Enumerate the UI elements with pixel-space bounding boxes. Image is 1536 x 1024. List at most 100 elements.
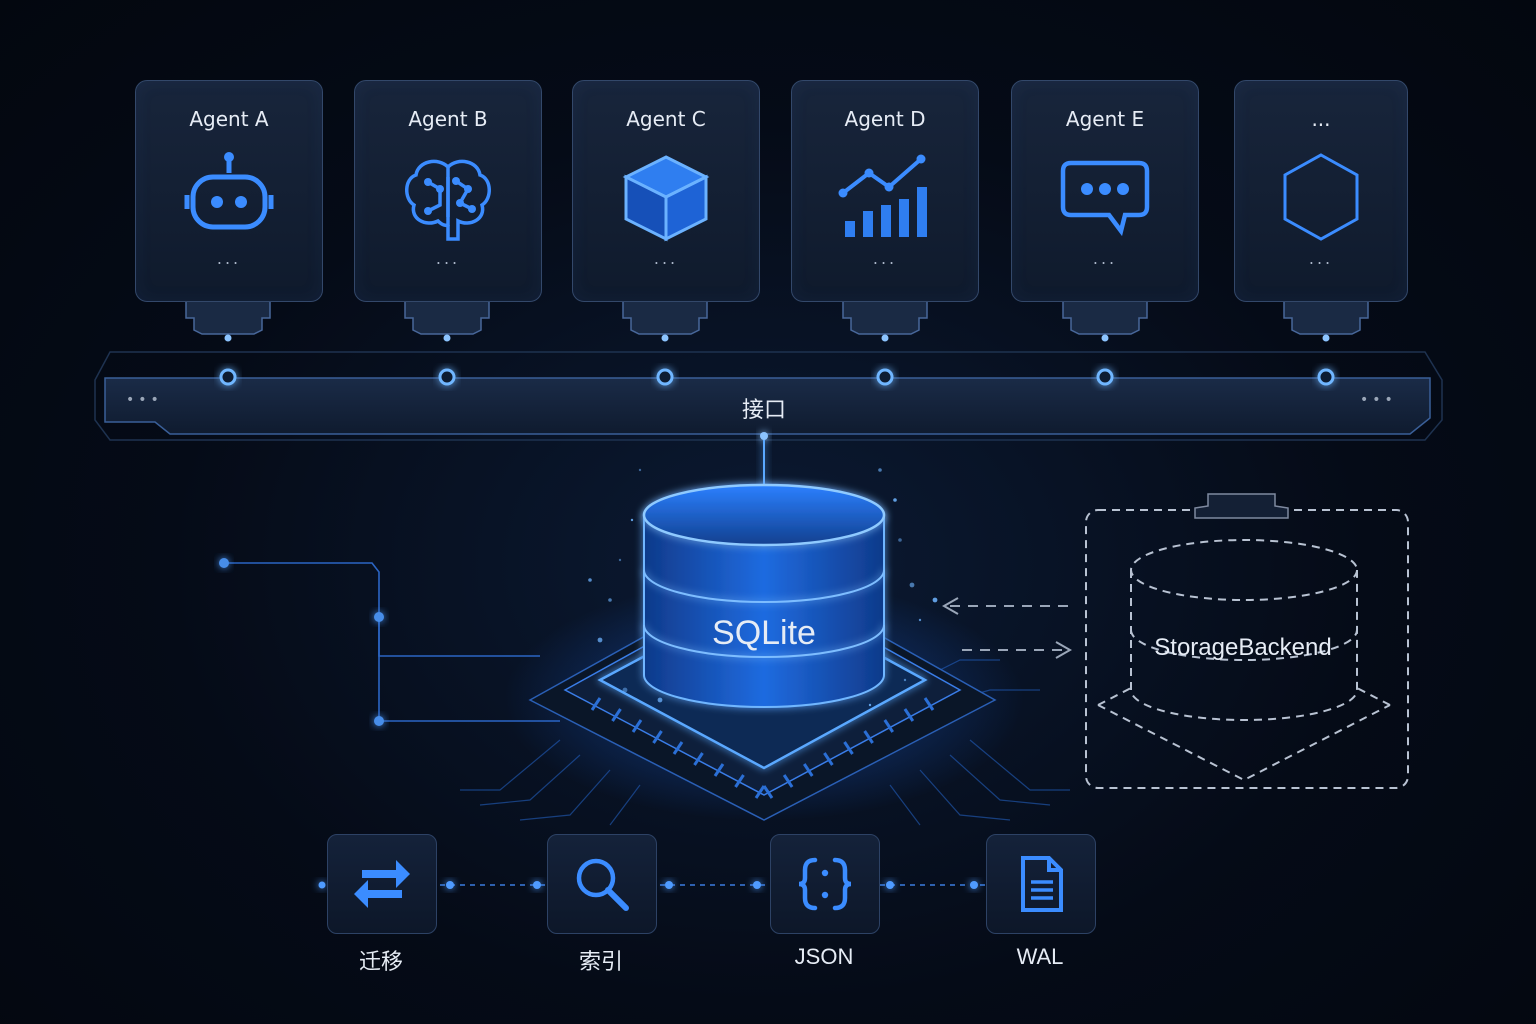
agent-dots: ... [435, 249, 461, 268]
agent-plug [404, 292, 490, 335]
brain-icon [405, 159, 491, 241]
bus-node [219, 368, 237, 386]
search-icon [576, 858, 629, 911]
storage-backend-box [1085, 509, 1409, 789]
agent-plug [1062, 292, 1148, 335]
particle [893, 498, 897, 502]
chip-pin [903, 708, 915, 722]
agent-card-e[interactable]: Agent E ... [1011, 80, 1199, 302]
agent-card-a[interactable]: Agent A ... [135, 80, 323, 302]
feature-index-label: 索引 [578, 950, 623, 975]
agent-card-more[interactable]: ... ... [1234, 80, 1408, 302]
swap-arrows-icon [354, 860, 410, 908]
hexagon-icon [1283, 153, 1359, 241]
bus-node [656, 368, 674, 386]
agent-link-dot [661, 334, 669, 342]
particle [898, 538, 902, 542]
agent-link-dot [224, 334, 232, 342]
chip-pin [883, 719, 894, 733]
bus-node [1096, 368, 1114, 386]
braces-icon [798, 857, 852, 911]
agent-plug [1283, 292, 1369, 335]
agent-dots: ... [653, 249, 679, 268]
particle [909, 582, 915, 588]
bus-node [1317, 368, 1335, 386]
feature-json-label: JSON [794, 944, 854, 969]
agent-title: Agent E [1065, 107, 1145, 131]
particle [903, 678, 907, 682]
chip-pin [823, 752, 834, 766]
agent-link-dot [443, 334, 451, 342]
chip-pin [734, 774, 745, 788]
particle [878, 468, 882, 472]
chip-pin [863, 730, 874, 744]
cube-icon [622, 155, 710, 242]
agent-title: Agent B [408, 107, 488, 131]
chip-pin [652, 730, 663, 744]
left-circuit-traces [219, 558, 560, 726]
sqlite-cylinder [642, 483, 886, 708]
feature-json[interactable] [770, 834, 880, 934]
chart-icon [838, 154, 927, 237]
agent-link-dot [881, 334, 889, 342]
chip-pin [590, 697, 602, 711]
agent-dots: ... [1308, 249, 1334, 268]
particle [918, 618, 922, 622]
chip-pin [672, 741, 684, 755]
agent-link-dot [1101, 334, 1109, 342]
particle [597, 637, 603, 643]
agent-dots: ... [872, 249, 898, 268]
chip-pin [713, 763, 725, 777]
particle [608, 598, 612, 602]
particle [622, 687, 628, 693]
feature-migration-label: 迁移 [358, 950, 403, 975]
bus-node [876, 368, 894, 386]
feature-index[interactable] [547, 834, 657, 934]
agent-dots: ... [216, 249, 242, 268]
sqlite-label: SQLite [712, 614, 816, 652]
storage-connector-tab [1194, 493, 1289, 519]
chip-pin [923, 697, 935, 711]
storage-backend-label: StorageBackend [1154, 634, 1332, 661]
chip-pin [782, 774, 794, 788]
arrow-head-right [1055, 641, 1073, 659]
chip-pin [611, 708, 622, 722]
sync-arrows [950, 605, 1068, 651]
interface-bus [94, 351, 1443, 441]
agent-connectors [185, 292, 1369, 386]
interface-label: 接口 [741, 398, 786, 423]
particle [618, 558, 622, 562]
agent-card-c[interactable]: Agent C ... [572, 80, 760, 302]
chip-pin [693, 752, 704, 766]
agent-card-b[interactable]: Agent B ... [354, 80, 542, 302]
agent-plug [622, 292, 708, 335]
agent-link-dot [1322, 334, 1330, 342]
feature-wal-label: WAL [1016, 944, 1064, 969]
particle [932, 597, 938, 603]
particle [657, 697, 663, 703]
feature-migration[interactable] [327, 834, 437, 934]
glow-particles [588, 468, 938, 707]
agent-title: ... [1311, 107, 1331, 131]
agent-dots: ... [1092, 249, 1118, 268]
chip-pin [631, 719, 643, 733]
chip-pin [843, 741, 854, 755]
particle [630, 518, 634, 522]
chip-pin [803, 763, 814, 777]
bus-right-dots: ••• [1360, 392, 1397, 408]
agent-plug [185, 292, 271, 335]
particle [588, 578, 592, 582]
particle [868, 703, 872, 707]
particle [638, 468, 642, 472]
chip-pin [762, 785, 774, 799]
agent-title: Agent C [626, 107, 706, 131]
chat-icon [1060, 160, 1150, 237]
chip-pin [754, 785, 766, 799]
agent-title: Agent A [189, 107, 269, 131]
bus-left-dots: ••• [126, 392, 163, 408]
agent-plug [842, 292, 928, 335]
robot-icon [184, 152, 274, 230]
agent-card-d[interactable]: Agent D ... [791, 80, 979, 302]
feature-wal[interactable] [986, 834, 1096, 934]
